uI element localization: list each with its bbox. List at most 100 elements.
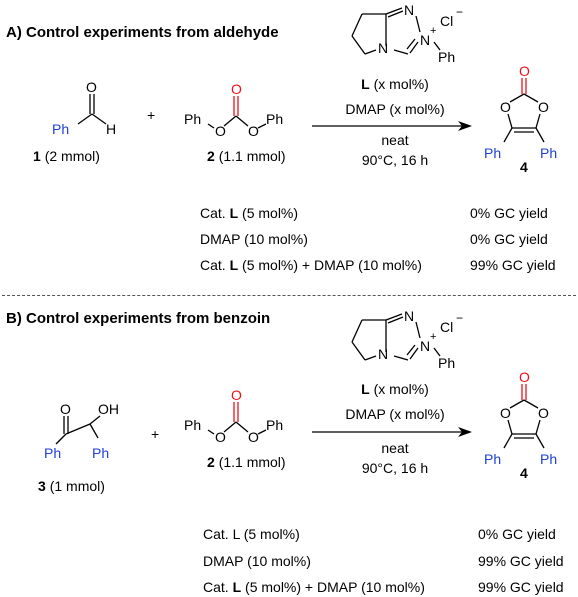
atom-ph-l-a: Ph xyxy=(438,49,455,65)
diphenyl-carbonate-structure-b: O Ph O O Ph xyxy=(184,387,283,445)
atom-ph-right-a: Ph xyxy=(266,111,283,127)
atom-cl-a: Cl xyxy=(440,13,453,29)
section-a-title: A) Control experiments from aldehyde xyxy=(6,24,279,41)
condition-neat-a: neat xyxy=(381,132,409,148)
atom-ph-left-a: Ph xyxy=(184,111,201,127)
atom-o-ring-right-b: O xyxy=(538,405,549,421)
atom-h-aldehyde: H xyxy=(106,121,116,137)
compound-2-number-b: 2 xyxy=(207,454,215,470)
result-b-row-2-yield: 99% GC yield xyxy=(478,553,564,569)
compound-1-number: 1 xyxy=(33,148,41,164)
catalyst-l-amount-b: (x mol%) xyxy=(373,381,429,397)
diphenyl-carbonate-structure-a: O Ph O O Ph xyxy=(184,81,283,139)
result-a-row-2-catalyst: DMAP (10 mol%) xyxy=(200,231,308,247)
atom-n-plus-a: + xyxy=(430,25,436,37)
benzaldehyde-structure: O Ph H xyxy=(52,79,116,137)
atom-oh-benzoin: OH xyxy=(98,401,119,417)
result-b-row-3-bold: L xyxy=(232,579,242,595)
compound-2-label-b: 2 (1.1 mmol) xyxy=(207,454,286,470)
atom-n1-b: N xyxy=(404,308,414,324)
benzoin-structure: O OH Ph Ph xyxy=(44,401,119,461)
result-a-row-2-prefix: DMAP (10 mol%) xyxy=(200,231,308,247)
product-4-structure-b: O O O Ph Ph 4 xyxy=(484,369,557,481)
compound-1-amount: (2 mmol) xyxy=(44,148,100,164)
section-b-title: B) Control experiments from benzoin xyxy=(6,310,271,327)
atom-n-plus-b: + xyxy=(430,331,436,343)
atom-o-carbonyl-b: O xyxy=(231,387,242,403)
catalyst-l-structure-a: N N N + Ph Cl − xyxy=(351,2,463,65)
compound-2-label-a: 2 (1.1 mmol) xyxy=(207,148,286,164)
result-a-row-1-catalyst: Cat. L (5 mol%) xyxy=(200,205,298,221)
atom-n1-a: N xyxy=(404,2,414,18)
atom-n2-a: N xyxy=(378,40,388,56)
condition-neat-b: neat xyxy=(381,440,409,456)
atom-cl-minus-b: − xyxy=(456,311,463,325)
condition-temp-a: 90°C, 16 h xyxy=(361,152,429,168)
atom-o-carbonyl-product-b: O xyxy=(519,369,530,385)
result-a-row-1-bold: L xyxy=(229,205,239,221)
atom-ph-right-product-a: Ph xyxy=(540,145,557,161)
compound-2-number-a: 2 xyxy=(207,148,215,164)
atom-ph-left-product-a: Ph xyxy=(484,145,501,161)
atom-n3-a: N xyxy=(420,32,430,48)
product-4-structure-a: O O O Ph Ph 4 xyxy=(484,63,557,175)
atom-ph-left-product-b: Ph xyxy=(484,451,501,467)
condition-dmap-b: DMAP (x mol%) xyxy=(345,406,445,422)
compound-1-label: 1 (2 mmol) xyxy=(33,148,100,164)
condition-temp-b: 90°C, 16 h xyxy=(361,460,429,476)
result-b-row-1-yield: 0% GC yield xyxy=(478,526,556,542)
reaction-arrow-a xyxy=(312,121,472,131)
atom-o-left-a: O xyxy=(215,123,226,139)
catalyst-line-b: L (x mol%) xyxy=(330,381,460,397)
atom-o-left-b: O xyxy=(215,429,226,445)
catalyst-l-amount-a: (x mol%) xyxy=(373,76,429,92)
atom-ph-right-product-b: Ph xyxy=(540,451,557,467)
reaction-arrow-b xyxy=(312,427,472,437)
atom-ph-right-benzoin: Ph xyxy=(92,445,109,461)
result-b-row-3-prefix: Cat. xyxy=(203,579,229,595)
result-a-row-2-yield: 0% GC yield xyxy=(470,231,548,247)
compound-4-number-b: 4 xyxy=(520,465,528,481)
atom-o-right-b: O xyxy=(248,429,259,445)
result-b-row-3-catalyst: Cat. L (5 mol%) + DMAP (10 mol%) xyxy=(203,579,425,595)
atom-o-aldehyde: O xyxy=(86,79,97,95)
result-b-row-2-catalyst: DMAP (10 mol%) xyxy=(203,553,311,569)
result-a-row-3-catalyst: Cat. L (5 mol%) + DMAP (10 mol%) xyxy=(200,257,422,273)
atom-cl-b: Cl xyxy=(440,319,453,335)
atom-o-ring-left-a: O xyxy=(500,99,511,115)
result-b-row-3-yield: 99% GC yield xyxy=(478,579,564,595)
atom-ph-left-b: Ph xyxy=(184,417,201,433)
result-a-row-1-yield: 0% GC yield xyxy=(470,205,548,221)
atom-ph-l-b: Ph xyxy=(438,355,455,371)
catalyst-l-label-b: L xyxy=(361,381,370,397)
result-a-row-3-rest: (5 mol%) + DMAP (10 mol%) xyxy=(242,257,422,273)
result-b-row-2-prefix: DMAP (10 mol%) xyxy=(203,553,311,569)
atom-o-right-a: O xyxy=(248,123,259,139)
result-a-row-3-bold: L xyxy=(229,257,239,273)
plus-sign-b: + xyxy=(151,426,160,442)
atom-n2-b: N xyxy=(378,346,388,362)
compound-2-amount-b: (1.1 mmol) xyxy=(218,454,286,470)
plus-sign-a: + xyxy=(147,107,156,123)
section-divider xyxy=(2,295,576,296)
atom-cl-minus-a: − xyxy=(456,5,463,19)
atom-o-ketone: O xyxy=(60,401,71,417)
result-a-row-3-prefix: Cat. xyxy=(200,257,226,273)
atom-ph-right-b: Ph xyxy=(266,417,283,433)
atom-o-carbonyl-a: O xyxy=(231,81,242,97)
result-b-row-1-catalyst: Cat. L (5 mol%) xyxy=(203,526,300,542)
result-a-row-3-yield: 99% GC yield xyxy=(470,257,556,273)
compound-3-number: 3 xyxy=(38,478,46,494)
compound-3-amount: (1 mmol) xyxy=(49,478,105,494)
condition-dmap-a: DMAP (x mol%) xyxy=(345,101,445,117)
atom-n3-b: N xyxy=(420,338,430,354)
atom-o-ring-left-b: O xyxy=(500,405,511,421)
catalyst-l-label-a: L xyxy=(361,76,370,92)
catalyst-line-a: L (x mol%) xyxy=(330,76,460,92)
result-b-row-1-prefix: Cat. L (5 mol%) xyxy=(203,526,300,542)
catalyst-l-structure-b: N N N + Ph Cl − xyxy=(351,308,463,371)
compound-2-amount-a: (1.1 mmol) xyxy=(218,148,286,164)
result-b-row-3-rest: (5 mol%) + DMAP (10 mol%) xyxy=(245,579,425,595)
compound-3-label: 3 (1 mmol) xyxy=(38,478,105,494)
compound-4-number-a: 4 xyxy=(520,159,528,175)
